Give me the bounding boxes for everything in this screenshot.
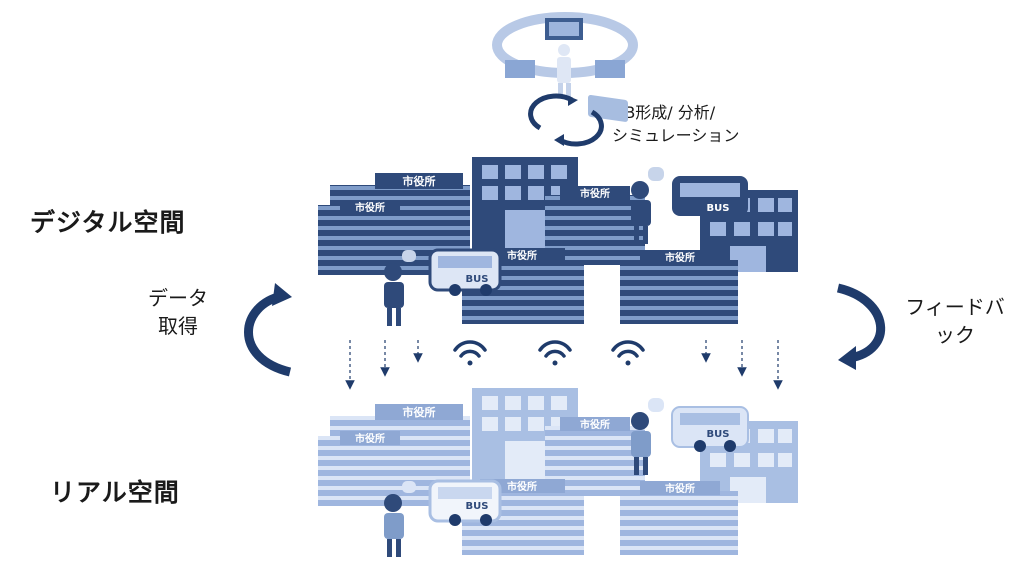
wifi-icon	[538, 340, 572, 366]
person-icon	[384, 250, 416, 326]
real-space-label: リアル空間	[50, 478, 180, 507]
db-analysis-line1: DB形成/ 分析/	[612, 103, 716, 122]
cycle-arrows-icon	[528, 93, 604, 147]
data-acquisition-arrow-icon	[244, 283, 292, 377]
digital-space-label: デジタル空間	[30, 208, 186, 237]
data-acquisition-line1: データ	[148, 286, 208, 310]
real-city: 市役所 市役所 市役所 BUS 市役所 市役所 BUS	[318, 388, 798, 557]
person-icon	[631, 167, 664, 244]
city-hall-sign: 市役所	[355, 432, 385, 445]
data-acquisition-label: データ 取得	[138, 284, 218, 340]
db-analysis-label: DB形成/ 分析/ シミュレーション	[612, 101, 739, 147]
wifi-icon	[453, 340, 487, 366]
feedback-arrow-icon	[836, 283, 886, 370]
bus-sign: BUS	[707, 203, 730, 214]
person-icon	[631, 398, 664, 475]
wifi-icon	[611, 340, 645, 366]
feedback-label: フィードバック	[900, 293, 1010, 349]
data-acquisition-line2: 取得	[158, 314, 198, 338]
bus-sign: BUS	[466, 501, 489, 512]
city-hall-sign: 市役所	[665, 482, 695, 495]
city-hall-sign: 市役所	[403, 405, 436, 419]
bus-sign: BUS	[466, 274, 489, 285]
city-hall-sign: 市役所	[580, 418, 610, 431]
feedback-line1: フィードバック	[905, 295, 1005, 347]
db-analysis-line2: シミュレーション	[612, 126, 740, 145]
data-flow-dashed-arrows	[345, 340, 783, 390]
bus-sign: BUS	[707, 429, 730, 440]
city-hall-sign: 市役所	[580, 187, 610, 200]
city-hall-sign: 市役所	[665, 251, 695, 264]
city-hall-sign: 市役所	[403, 174, 436, 188]
city-hall-sign: 市役所	[507, 480, 537, 493]
city-hall-sign: 市役所	[355, 201, 385, 214]
hologram-analyst-icon	[492, 12, 638, 122]
city-hall-sign: 市役所	[507, 249, 537, 262]
digital-city: 市役所 市役所 市役所 BUS 市役所 市役所 BUS	[318, 157, 798, 326]
person-icon	[384, 481, 416, 557]
